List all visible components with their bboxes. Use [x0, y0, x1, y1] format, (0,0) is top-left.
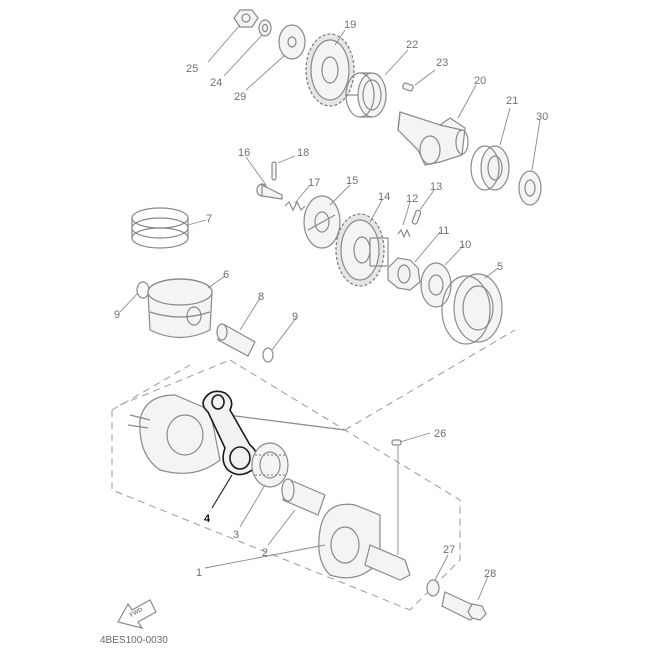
callout-2: 2	[262, 547, 268, 559]
part-21-bearing	[470, 145, 510, 191]
callout-15: 15	[346, 175, 358, 187]
part-20-balancer-shaft	[397, 111, 469, 166]
callout-12: 12	[406, 193, 418, 205]
part-8-piston-pin	[216, 323, 256, 357]
callout-25: 25	[186, 63, 198, 75]
callout-19: 19	[344, 19, 356, 31]
part-24-lock-washer	[258, 19, 272, 37]
callout-30: 30	[536, 111, 548, 123]
part-5-bearing	[441, 273, 503, 345]
callout-9-left: 9	[114, 309, 120, 321]
callout-28: 28	[484, 568, 496, 580]
callout-27: 27	[443, 544, 455, 556]
part-2-crank-pin	[281, 478, 326, 516]
part-29-washer	[278, 24, 306, 60]
part-1-crankshaft-left	[127, 394, 221, 474]
callout-7: 7	[206, 213, 212, 225]
part-7-piston-rings	[131, 207, 189, 249]
part-14-gear	[335, 213, 389, 287]
callout-14: 14	[378, 191, 390, 203]
callout-21: 21	[506, 95, 518, 107]
part-15-plate	[303, 195, 341, 249]
part-6-piston	[147, 278, 213, 339]
part-17-spring	[284, 200, 306, 212]
part-11-ratchet	[387, 257, 421, 291]
callout-23: 23	[436, 57, 448, 69]
leader-lines	[119, 24, 541, 601]
callout-5: 5	[497, 261, 503, 273]
callout-22: 22	[406, 39, 418, 51]
callout-26: 26	[434, 428, 446, 440]
callout-10: 10	[459, 239, 471, 251]
part-10-plate	[420, 262, 452, 308]
part-9-circlip-right	[262, 347, 274, 363]
part-27-washer	[426, 579, 440, 597]
part-25-nut	[233, 9, 259, 28]
assembly-boundary-upper	[119, 329, 516, 431]
callout-9-right: 9	[292, 311, 298, 323]
callout-6: 6	[223, 269, 229, 281]
part-16-screw	[256, 183, 283, 200]
fwd-arrow-icon: FWD	[117, 599, 157, 629]
callout-20: 20	[474, 75, 486, 87]
callout-13: 13	[430, 181, 442, 193]
part-18-pin	[271, 161, 277, 181]
callout-1: 1	[196, 567, 202, 579]
part-1-crankshaft-right	[318, 503, 411, 581]
callout-24: 24	[210, 77, 222, 89]
part-30-bearing	[518, 170, 542, 206]
part-9-circlip-left	[136, 281, 150, 299]
callout-4: 4	[204, 513, 211, 525]
part-12-spring	[397, 228, 411, 239]
callout-8: 8	[258, 291, 264, 303]
callout-16: 16	[238, 147, 250, 159]
drawing-code: 4BES100-0030	[100, 635, 168, 646]
callout-29: 29	[234, 91, 246, 103]
part-22-bearing	[345, 72, 387, 118]
part-26-key	[391, 439, 402, 446]
callout-11: 11	[438, 225, 449, 237]
callout-18: 18	[297, 147, 309, 159]
part-19-gear	[305, 33, 355, 107]
part-23-key	[402, 82, 414, 92]
callout-numbers: 25 24 29 19 22 23 20 21 30 16 18 17 15 1…	[114, 19, 548, 580]
callout-17: 17	[308, 177, 320, 189]
callout-3: 3	[233, 529, 239, 541]
part-13-pin	[411, 209, 422, 225]
part-28-bolt	[441, 591, 487, 621]
part-3-needle-bearing	[251, 442, 289, 488]
